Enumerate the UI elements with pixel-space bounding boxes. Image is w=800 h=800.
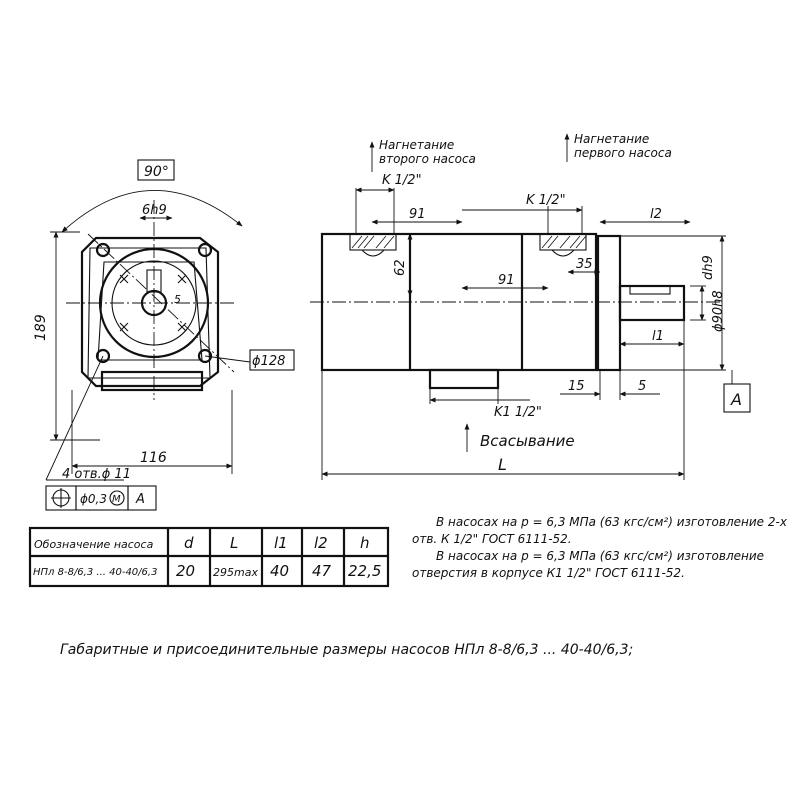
pump-flange-outline bbox=[80, 236, 220, 388]
note-first-pump-line2: первого насоса bbox=[574, 146, 672, 160]
tolerance-modifier: M bbox=[112, 494, 121, 505]
dim-5: 5 bbox=[638, 379, 646, 394]
suction-label: Всасывание bbox=[480, 432, 575, 450]
port-k-right: K 1/2" bbox=[526, 193, 566, 208]
table-cell-h: 22,5 bbox=[348, 562, 381, 580]
dim-dh9: dh9 bbox=[701, 255, 716, 280]
port-k-bottom: K1 1/2" bbox=[494, 405, 542, 420]
angle-arc bbox=[61, 190, 243, 233]
dim-15: 15 bbox=[568, 379, 585, 394]
length-label: L bbox=[498, 455, 507, 474]
bolt-hole bbox=[95, 242, 111, 258]
bolt-hole bbox=[95, 348, 111, 364]
datum-a: A bbox=[730, 390, 742, 409]
caption: Габаритные и присоединительные размеры н… bbox=[60, 642, 633, 658]
table-cell-d: 20 bbox=[176, 562, 195, 580]
tolerance-frame: ϕ0,3 M A bbox=[45, 485, 157, 511]
pcd-label-box bbox=[249, 349, 295, 371]
table-header-h: h bbox=[360, 534, 370, 552]
pcd-label: ϕ128 bbox=[252, 354, 285, 369]
table-header-designation: Обозначение насоса bbox=[34, 538, 154, 551]
table-cell-l2: 47 bbox=[312, 562, 332, 580]
table-header-l1: l1 bbox=[274, 534, 288, 552]
height-dim: 189 bbox=[33, 314, 49, 341]
note-1: В насосах на p = 6,3 МПа (63 кгс/см²) из… bbox=[412, 515, 787, 546]
port-k-left: K 1/2" bbox=[382, 173, 422, 188]
side-view: Нагнетание второго насоса Нагнетание пер… bbox=[310, 132, 751, 480]
dim-91-mid: 91 bbox=[498, 273, 515, 288]
base-foot bbox=[100, 370, 204, 392]
note-second-pump-line1: Нагнетание bbox=[379, 138, 454, 152]
bolt-hole bbox=[197, 348, 213, 364]
dim-l1: l1 bbox=[652, 329, 664, 344]
dim-62: 62 bbox=[393, 259, 408, 276]
table-header-L: L bbox=[230, 534, 238, 552]
dim-91-top: 91 bbox=[409, 207, 426, 222]
width-dim: 116 bbox=[140, 450, 167, 466]
notes-block: В насосах на p = 6,3 МПа (63 кгс/см²) из… bbox=[412, 514, 792, 582]
datum-box bbox=[723, 383, 751, 413]
table-cell-l1: 40 bbox=[270, 562, 289, 580]
front-view: 90° 6h9 5 ϕ128 189 bbox=[33, 159, 295, 511]
table-cell-L: 295max bbox=[213, 566, 258, 579]
note-second-pump-line2: второго насоса bbox=[379, 152, 476, 166]
table-header-l2: l2 bbox=[314, 534, 328, 552]
note-first-pump-line1: Нагнетание bbox=[574, 132, 649, 146]
table-header-d: d bbox=[184, 534, 194, 552]
suction-port bbox=[428, 368, 500, 390]
dim-l2: l2 bbox=[650, 207, 662, 222]
angle-label-box bbox=[137, 159, 175, 181]
angle-label: 90° bbox=[144, 164, 169, 180]
tolerance-value: ϕ0,3 bbox=[80, 492, 107, 506]
note-2: В насосах на p = 6,3 МПа (63 кгс/см²) из… bbox=[412, 549, 765, 580]
bolt-hole bbox=[197, 242, 213, 258]
tolerance-datum: A bbox=[135, 492, 145, 507]
mounting-flange bbox=[596, 234, 622, 372]
dimension-table: Обозначение насоса d L l1 l2 h НПл 8-8/6… bbox=[28, 526, 390, 588]
table-row-designation: НПл 8-8/6,3 ... 40-40/6,3 bbox=[33, 567, 157, 578]
dim-d90h8: ϕ90h8 bbox=[711, 290, 726, 332]
holes-label: 4 отв.ϕ 11 bbox=[62, 467, 131, 482]
dim-35: 35 bbox=[576, 257, 593, 272]
dim-five: 5 bbox=[174, 293, 181, 306]
